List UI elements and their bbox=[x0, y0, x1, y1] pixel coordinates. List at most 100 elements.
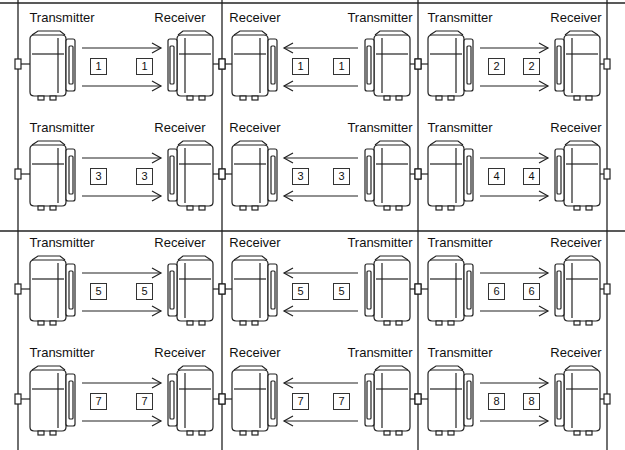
sensor-device bbox=[230, 365, 280, 437]
sensor-unit: Receiver bbox=[534, 120, 618, 212]
beam-arrow bbox=[480, 191, 548, 201]
channel-number: 7 bbox=[333, 393, 350, 410]
sensor-unit: Transmitter bbox=[418, 120, 502, 212]
unit-label: Transmitter bbox=[338, 120, 422, 136]
sensor-unit: Transmitter bbox=[20, 10, 104, 102]
sensor-unit: Receiver bbox=[213, 10, 297, 102]
sensor-unit: Receiver bbox=[138, 10, 222, 102]
channel-number: 2 bbox=[523, 58, 540, 75]
beam-arrow bbox=[284, 268, 358, 278]
sensor-device bbox=[426, 140, 476, 212]
unit-label: Receiver bbox=[213, 235, 297, 251]
sensor-device bbox=[552, 255, 602, 327]
channel-number: 5 bbox=[333, 283, 350, 300]
beam-arrow bbox=[284, 43, 358, 53]
channel-number: 3 bbox=[292, 168, 309, 185]
sensor-unit: Transmitter bbox=[418, 10, 502, 102]
sensor-unit: Receiver bbox=[534, 235, 618, 327]
sensor-unit: Transmitter bbox=[418, 235, 502, 327]
unit-label: Transmitter bbox=[338, 10, 422, 26]
sensor-device bbox=[552, 140, 602, 212]
beam-arrow bbox=[480, 378, 548, 388]
sensor-device bbox=[28, 140, 78, 212]
channel-number: 1 bbox=[90, 58, 107, 75]
unit-label: Receiver bbox=[534, 235, 618, 251]
sensor-unit: Transmitter bbox=[20, 120, 104, 212]
beam-arrow bbox=[82, 191, 161, 201]
sensor-unit: Transmitter bbox=[20, 235, 104, 327]
channel-number: 7 bbox=[90, 393, 107, 410]
sensor-unit: Transmitter bbox=[338, 235, 422, 327]
sensor-device bbox=[230, 140, 280, 212]
unit-label: Receiver bbox=[534, 120, 618, 136]
channel-number: 2 bbox=[488, 58, 505, 75]
sensor-device bbox=[552, 30, 602, 102]
sensor-device bbox=[28, 365, 78, 437]
beam-arrow bbox=[480, 81, 548, 91]
unit-label: Transmitter bbox=[20, 235, 104, 251]
beam-arrow bbox=[82, 378, 161, 388]
beam-arrow bbox=[284, 378, 358, 388]
sensor-device bbox=[28, 255, 78, 327]
sensor-unit: Transmitter bbox=[20, 345, 104, 437]
beam-arrow bbox=[82, 268, 161, 278]
sensor-unit: Transmitter bbox=[338, 10, 422, 102]
channel-number: 4 bbox=[488, 168, 505, 185]
sensor-device bbox=[362, 140, 412, 212]
unit-label: Receiver bbox=[213, 345, 297, 361]
unit-label: Transmitter bbox=[338, 235, 422, 251]
beam-arrow bbox=[82, 43, 161, 53]
sensor-unit: Receiver bbox=[138, 120, 222, 212]
channel-number: 3 bbox=[136, 168, 153, 185]
sensor-device bbox=[165, 365, 215, 437]
sensor-device bbox=[165, 140, 215, 212]
beam-arrow bbox=[480, 43, 548, 53]
unit-label: Receiver bbox=[138, 10, 222, 26]
sensor-device bbox=[552, 365, 602, 437]
unit-label: Transmitter bbox=[418, 120, 502, 136]
beam-arrow bbox=[480, 268, 548, 278]
sensor-unit: Receiver bbox=[213, 120, 297, 212]
unit-label: Receiver bbox=[534, 345, 618, 361]
unit-label: Transmitter bbox=[20, 345, 104, 361]
sensor-unit: Receiver bbox=[138, 345, 222, 437]
unit-label: Receiver bbox=[213, 10, 297, 26]
channel-number: 5 bbox=[136, 283, 153, 300]
sensor-unit: Receiver bbox=[534, 10, 618, 102]
channel-number: 6 bbox=[523, 283, 540, 300]
beam-arrow bbox=[82, 153, 161, 163]
unit-label: Transmitter bbox=[418, 235, 502, 251]
sensor-unit: Receiver bbox=[534, 345, 618, 437]
sensor-device bbox=[426, 255, 476, 327]
beam-arrow bbox=[284, 306, 358, 316]
sensor-unit: Transmitter bbox=[418, 345, 502, 437]
channel-number: 5 bbox=[292, 283, 309, 300]
beam-arrow bbox=[284, 153, 358, 163]
sensor-unit: Receiver bbox=[213, 235, 297, 327]
unit-label: Receiver bbox=[534, 10, 618, 26]
channel-number: 8 bbox=[523, 393, 540, 410]
channel-number: 1 bbox=[333, 58, 350, 75]
sensor-device bbox=[230, 255, 280, 327]
sensor-device bbox=[165, 30, 215, 102]
unit-label: Transmitter bbox=[418, 10, 502, 26]
sensor-device bbox=[230, 30, 280, 102]
unit-label: Receiver bbox=[138, 120, 222, 136]
beam-arrow bbox=[284, 191, 358, 201]
unit-label: Transmitter bbox=[418, 345, 502, 361]
channel-number: 5 bbox=[90, 283, 107, 300]
channel-number: 6 bbox=[488, 283, 505, 300]
sensor-device bbox=[362, 255, 412, 327]
sensor-unit: Transmitter bbox=[338, 345, 422, 437]
sensor-device bbox=[426, 365, 476, 437]
unit-label: Transmitter bbox=[20, 10, 104, 26]
channel-number: 1 bbox=[292, 58, 309, 75]
sensor-unit: Transmitter bbox=[338, 120, 422, 212]
channel-number: 4 bbox=[523, 168, 540, 185]
channel-number: 7 bbox=[292, 393, 309, 410]
beam-arrow bbox=[82, 416, 161, 426]
beam-arrow bbox=[82, 306, 161, 316]
unit-label: Receiver bbox=[213, 120, 297, 136]
sensor-device bbox=[28, 30, 78, 102]
